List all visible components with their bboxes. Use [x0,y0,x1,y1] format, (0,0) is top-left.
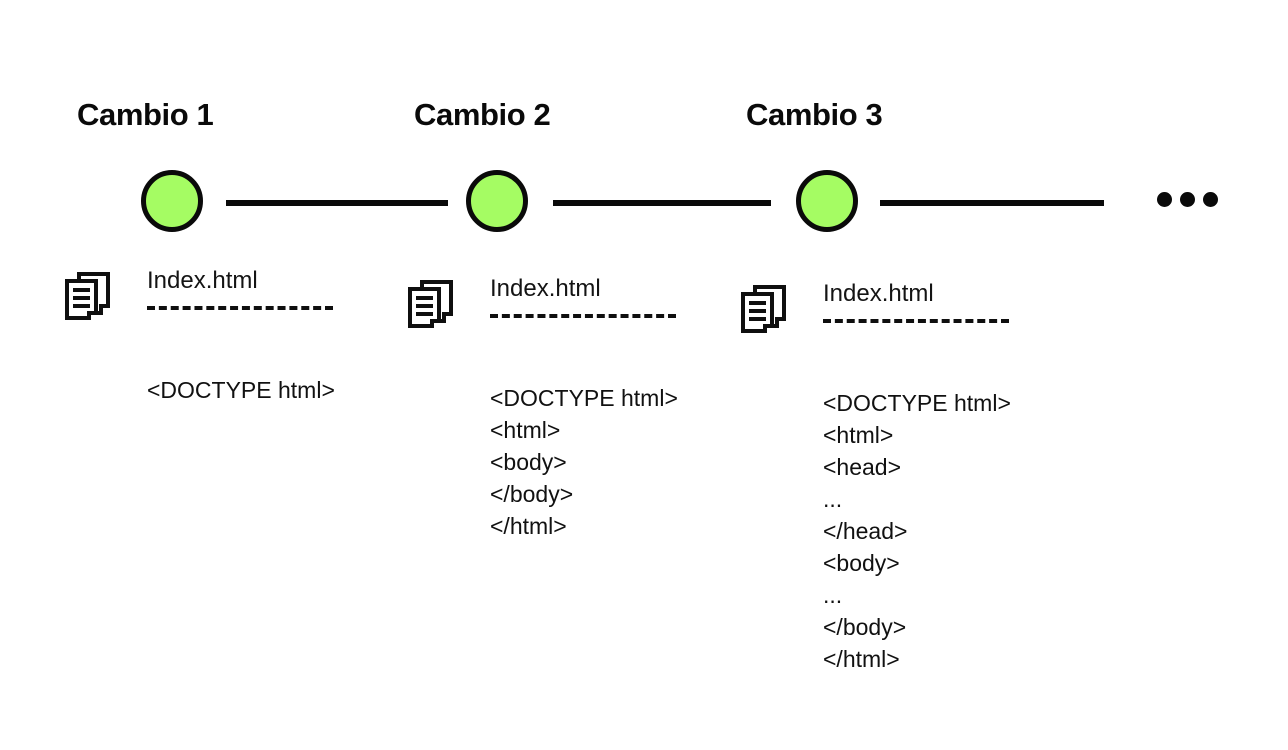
code-line: ... [823,582,843,608]
file-name-separator [823,319,1009,323]
ellipsis-dot-3 [1203,192,1218,207]
column-title-cambio-2: Cambio 2 [414,97,551,132]
timeline-connector-3 [880,200,1104,206]
file-name-label: Index.html [490,275,601,302]
timeline-node-cambio-3[interactable] [796,170,858,232]
documents-copy-icon [406,280,456,328]
code-line: </body> [490,481,574,507]
code-line: </body> [823,614,907,640]
code-line: </html> [490,513,567,539]
ellipsis-dot-2 [1180,192,1195,207]
code-line: <DOCTYPE html> [147,377,335,403]
code-snippet-cambio-1: <DOCTYPE html> [147,374,335,406]
code-line: <html> [823,422,894,448]
ellipsis-dot-1 [1157,192,1172,207]
code-snippet-cambio-3: <DOCTYPE html> <html> <head>... </head> <bod… [823,387,1011,675]
timeline-connector-1 [226,200,448,206]
code-line: </head> [823,518,908,544]
file-name-separator [147,306,333,310]
code-line: <html> [490,417,561,443]
file-name-label: Index.html [823,280,934,307]
column-title-cambio-3: Cambio 3 [746,97,883,132]
file-name-label: Index.html [147,267,258,294]
code-line: <body> [823,550,900,576]
file-name-separator [490,314,676,318]
timeline-node-cambio-2[interactable] [466,170,528,232]
code-line: <head> [823,454,902,480]
documents-copy-icon [63,272,113,320]
code-line: <DOCTYPE html> [823,390,1011,416]
column-title-cambio-1: Cambio 1 [77,97,214,132]
code-line: ... [823,486,843,512]
documents-copy-icon [739,285,789,333]
ellipsis-icon [1157,192,1218,207]
code-snippet-cambio-2: <DOCTYPE html> <html> <body> </body> </html> [490,382,678,542]
timeline-node-cambio-1[interactable] [141,170,203,232]
code-line: </html> [823,646,900,672]
code-line: <body> [490,449,567,475]
code-line: <DOCTYPE html> [490,385,678,411]
timeline [0,170,1288,240]
timeline-connector-2 [553,200,771,206]
